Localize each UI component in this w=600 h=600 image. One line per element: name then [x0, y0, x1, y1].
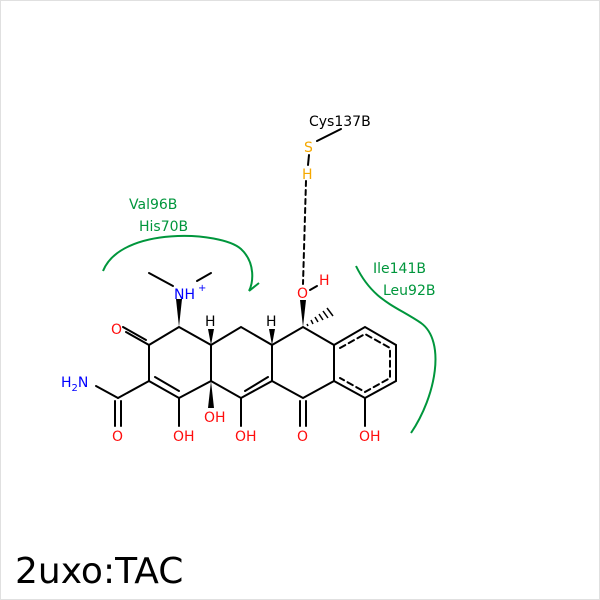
stereo-wedges	[176, 299, 306, 408]
atom-h-6: H	[319, 273, 330, 289]
residue-val96b: Val96B	[129, 197, 177, 213]
residue-his70b: His70B	[139, 219, 188, 235]
atom-s-cys: S	[304, 140, 313, 156]
ring-bonds	[95, 128, 397, 427]
atom-oh-1: OH	[173, 429, 195, 445]
atom-nh-plus: NH	[174, 287, 195, 303]
atom-h-5a: H	[266, 314, 277, 330]
residue-cys137b: Cys137B	[309, 114, 371, 130]
atom-oh-10: OH	[359, 429, 381, 445]
charge-plus: +	[198, 283, 206, 294]
atom-o-6: O	[297, 286, 308, 302]
atom-o-amide: O	[112, 429, 123, 445]
atom-oh-12a: OH	[204, 410, 226, 426]
hashed-methyl	[306, 307, 334, 327]
hydrophobic-arc-ile-leu	[355, 265, 437, 434]
atom-oh-11: OH	[235, 429, 257, 445]
atom-o-ketone: O	[111, 322, 122, 338]
complex-title: 2uxo:TAC	[15, 551, 184, 592]
atom-h-cys: H	[302, 167, 313, 183]
atom-h-4a: H	[205, 314, 216, 330]
hydrophobic-arc-val-his	[102, 234, 260, 292]
residue-leu92b: Leu92B	[383, 283, 435, 299]
residue-ile141b: Ile141B	[373, 261, 426, 277]
atom-h2n: H2N	[61, 375, 88, 394]
atom-o-12: O	[297, 429, 308, 445]
